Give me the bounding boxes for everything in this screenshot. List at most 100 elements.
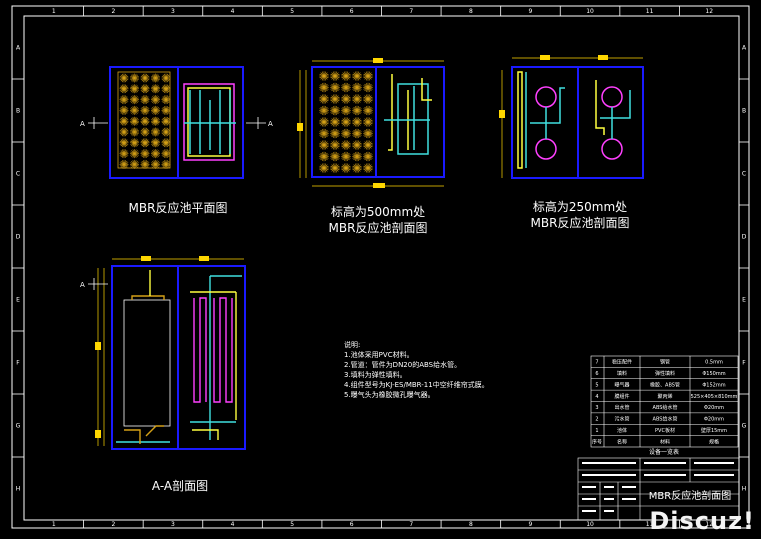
notes-line: 1.池体采用PVC材料。: [344, 351, 414, 359]
filler-star-stroke: [330, 119, 340, 125]
border-col-label: 2: [111, 521, 115, 528]
section-500-caption-line2: MBR反应池剖面图: [328, 221, 428, 235]
filler-star-stroke: [363, 73, 373, 79]
bom-cell: 膜组件: [614, 393, 629, 400]
border-col-label: 10: [586, 521, 594, 528]
filler-star-stroke: [119, 119, 129, 124]
filler-star-stroke: [319, 85, 329, 90]
filler-star-stroke: [161, 86, 171, 91]
bom-cell: ABS给水管: [653, 404, 678, 411]
filler-star-stroke: [363, 131, 373, 136]
section-250-caption-line2: MBR反应池剖面图: [530, 216, 630, 230]
bom-table: [590, 355, 739, 448]
bom-cell: Φ152mm: [702, 382, 725, 388]
filler-star-stroke: [352, 73, 362, 79]
title-block-fill-marks: [582, 462, 734, 512]
filler-star-stroke: [352, 96, 362, 102]
filler-star-stroke: [161, 151, 171, 156]
bom-cell: 规格: [709, 438, 719, 445]
border-row-label: H: [742, 486, 747, 493]
plan-section-line: [88, 117, 266, 129]
filler-star-stroke: [319, 131, 329, 136]
filler-star-stroke: [161, 162, 171, 167]
border-col-label: 4: [231, 521, 235, 528]
border-col-label: 9: [529, 8, 533, 15]
filler-star-stroke: [352, 119, 362, 125]
aa-dimensions: [95, 256, 244, 446]
border-row-label: H: [16, 486, 21, 493]
bom-cell: 3: [595, 405, 598, 411]
bom-cell: 7: [595, 360, 598, 366]
filler-star-stroke: [161, 130, 171, 134]
filler-star-stroke: [140, 162, 150, 167]
border-col-label: 5: [290, 521, 294, 528]
filler-star-stroke: [363, 119, 373, 125]
bom-cell: 橡胶、ABS管: [650, 381, 680, 388]
filler-star-stroke: [330, 131, 340, 136]
aa-section-view: A: [80, 256, 246, 450]
notes-line: 4.组件型号为KJ-ES/MBR-11中空纤维帘式膜。: [344, 381, 489, 389]
bom-cell: 曝气器: [614, 381, 629, 388]
border-row-label: B: [16, 108, 20, 115]
bom-cell: 污水管: [614, 416, 629, 423]
filler-star-stroke: [319, 165, 329, 171]
filler-star-stroke: [140, 86, 150, 91]
bom-cell: 填料: [617, 370, 627, 377]
section-500-filler-stars: [319, 71, 373, 173]
border-col-label: 2: [111, 8, 115, 15]
filler-star-stroke: [352, 142, 362, 148]
section-500-caption-line1: 标高为500mm处: [330, 205, 426, 219]
filler-star-stroke: [352, 131, 362, 136]
filler-star-stroke: [330, 96, 340, 102]
border-col-label: 10: [586, 8, 594, 15]
notes-line: 2.管道：管件为DN20的ABS给水管。: [344, 361, 462, 369]
bom-cell: 壁厚15mm: [701, 427, 727, 434]
filler-star-stroke: [119, 162, 129, 167]
border-col-label: 6: [350, 8, 354, 15]
section-250-caption-line1: 标高为250mm处: [532, 200, 628, 214]
filler-star-stroke: [130, 140, 139, 145]
border-row-label: G: [16, 423, 21, 430]
border-col-label: 9: [529, 521, 533, 528]
aa-section-marks: [88, 278, 108, 290]
filler-star-stroke: [119, 130, 129, 134]
section-250-dimensions: [499, 55, 643, 178]
filler-star-stroke: [130, 97, 139, 102]
filler-star-stroke: [341, 165, 351, 171]
aa-section-mark-left: A: [80, 281, 85, 289]
filler-star-stroke: [130, 119, 139, 124]
bom-cell: 稳压配件: [612, 359, 632, 366]
border-col-label: 12: [705, 521, 713, 528]
border-row-label: F: [16, 360, 20, 367]
filler-star-stroke: [341, 119, 351, 125]
border-col-label: 3: [171, 8, 175, 15]
border-row-label: G: [742, 423, 747, 430]
bom-cell: 弹性填料: [655, 370, 675, 377]
bom-cell: 序号: [592, 438, 602, 445]
filler-star-stroke: [151, 86, 160, 91]
filler-star-stroke: [161, 108, 171, 113]
filler-star-stroke: [130, 108, 139, 113]
bom-cell: ABS给水管: [653, 416, 678, 423]
notes-line: 3.填料为弹性填料。: [344, 371, 407, 379]
bom-cell: 1: [595, 428, 598, 434]
filler-star-stroke: [330, 108, 340, 113]
filler-star-stroke: [119, 86, 129, 91]
section-500-dimensions: [297, 58, 444, 188]
border-row-label: F: [742, 360, 746, 367]
border-row-ticks: [12, 78, 749, 458]
title-block: [577, 457, 740, 521]
filler-star-stroke: [140, 140, 150, 145]
border-col-label: 6: [350, 521, 354, 528]
border-col-label: 11: [646, 8, 654, 15]
bom-cell: 池体: [617, 427, 627, 434]
border-col-label: 1: [52, 521, 56, 528]
filler-star-stroke: [151, 97, 160, 102]
border-row-label: D: [16, 234, 21, 241]
filler-star-stroke: [119, 76, 129, 80]
filler-star-stroke: [319, 154, 329, 159]
section-250-view: [499, 55, 644, 179]
filler-star-stroke: [119, 140, 129, 145]
